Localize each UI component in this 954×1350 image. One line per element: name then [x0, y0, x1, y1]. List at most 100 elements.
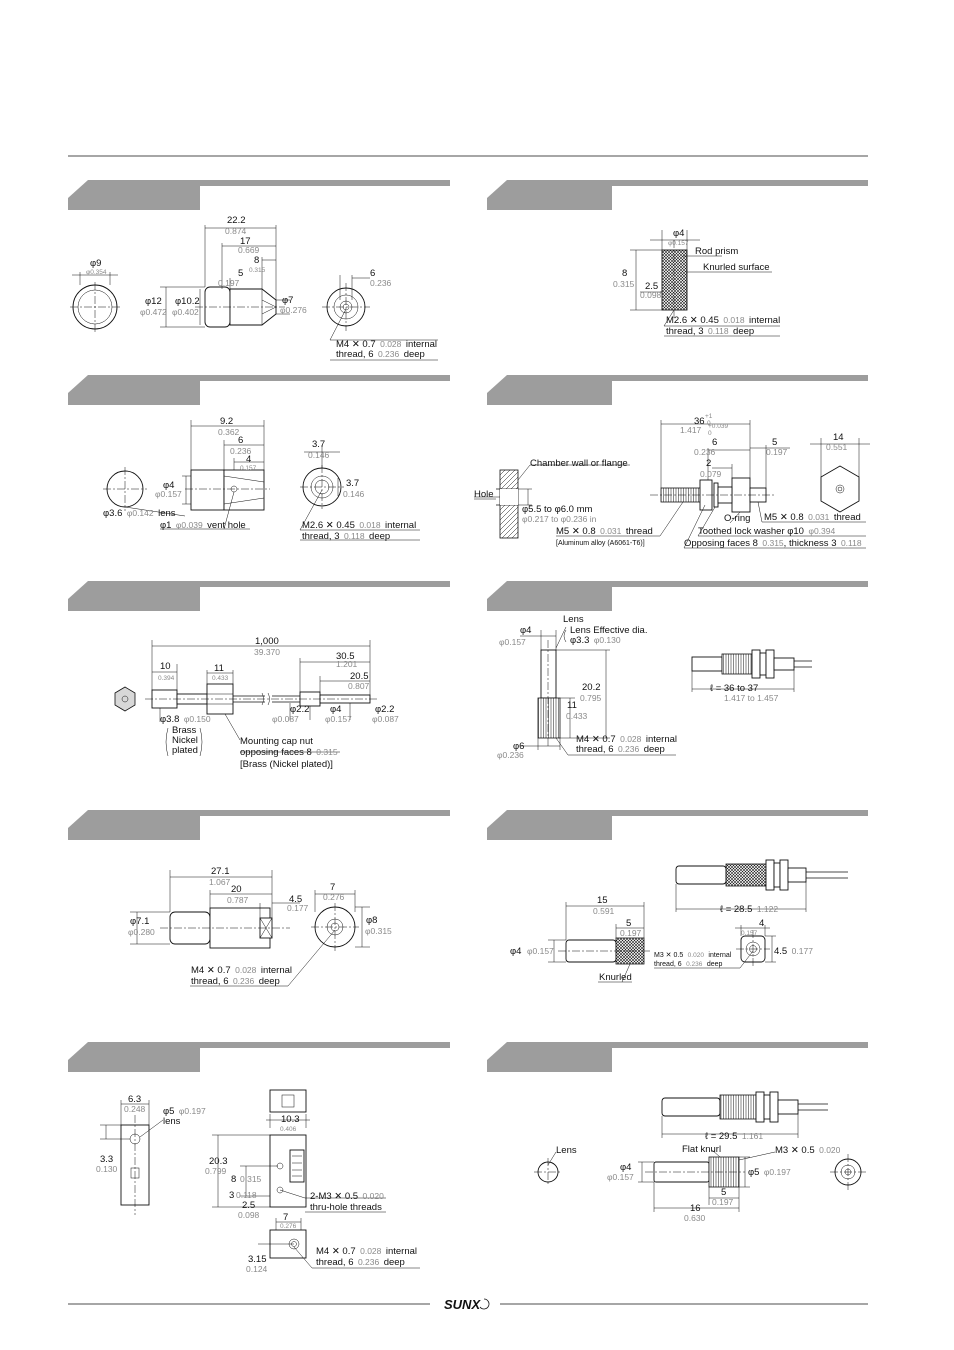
p7-L271: 27.1: [211, 866, 230, 877]
p4-tol-in-up: +0.039: [708, 423, 728, 430]
p7-thread-line2: thread, 6 0.236 deep: [191, 971, 280, 988]
p5-d4: φ4: [330, 704, 341, 715]
p4-hole: Hole: [474, 489, 494, 500]
p9-L315: 3.15: [248, 1254, 267, 1265]
p7-L7: 7: [330, 882, 335, 893]
panel-7-drawing: 27.1 1.067 20 0.787 4.5 0.177 φ7.1 φ0.28…: [128, 866, 392, 987]
p3-vent-hole: φ1 φ0.039 vent hole: [160, 515, 246, 532]
p4-chamber: Chamber wall or flange: [530, 458, 628, 469]
p2-thread-line1: M2.6 ✕ 0.45 0.018 internal: [666, 310, 780, 327]
panel-9-drawing: 6.3 0.248 3.3 0.130 20.3 0.799 8 0.315 3: [96, 1089, 420, 1269]
p9-L3-in: 0.118: [236, 1190, 257, 1200]
p9-L33: 3.3: [100, 1154, 113, 1165]
p6-lens: Lens: [563, 614, 584, 625]
p9-thread-line2: thread, 6 0.236 deep: [316, 1252, 405, 1269]
p1-L8: 8: [254, 255, 259, 266]
header-band-2: [487, 180, 868, 210]
p2-rod-prism: Rod prism: [695, 246, 738, 257]
p9-L203-in: 0.799: [205, 1166, 227, 1176]
p1-d102-in: φ0.402: [172, 307, 199, 317]
p5-L10-in: 0.394: [158, 675, 175, 682]
p10-L5-in: 0.197: [712, 1197, 734, 1207]
p7-d8-in: φ0.315: [365, 926, 392, 936]
p9-L103: 10.3: [281, 1114, 300, 1125]
p5-L305: 30.5: [336, 651, 355, 662]
p9-thread-line1: M4 ✕ 0.7 0.028 internal: [316, 1241, 417, 1258]
p4-washer: Toothed lock washer φ10 φ0.394: [698, 521, 835, 538]
header-band-4: [487, 375, 868, 405]
p6-L11: 11: [567, 700, 577, 711]
p6-d4: φ4: [520, 625, 531, 636]
p10-m3: M3 ✕ 0.5 0.020: [775, 1140, 841, 1157]
header-band-7: [68, 810, 450, 840]
p5-d22b-in: φ0.087: [372, 714, 399, 724]
p6-thread-line1: M4 ✕ 0.7 0.028 internal: [576, 729, 677, 746]
p1-L5: 5: [238, 268, 243, 279]
p4-L5: 5: [772, 437, 777, 448]
section-headers: [68, 180, 868, 1072]
p2-thread-line2: thread, 3 0.118 deep: [666, 321, 754, 338]
p5-d38: φ3.8 φ0.150: [160, 709, 211, 726]
p10-L5: 5: [721, 1187, 726, 1198]
panel-10-drawing: [534, 1091, 866, 1212]
p4-L14: 14: [833, 432, 844, 443]
p2-d4: φ4: [673, 228, 684, 239]
p10-d4: φ4: [620, 1162, 631, 1173]
p1-d12: φ12: [145, 296, 162, 307]
p6-ell-in: 1.417 to 1.457: [724, 693, 779, 703]
p7-d71: φ7.1: [130, 916, 149, 927]
p3-lens: φ3.6 φ0.142 lens: [103, 503, 176, 520]
p4-L2: 2: [706, 458, 711, 469]
p9-L315-in: 0.124: [246, 1264, 268, 1274]
p7-L20: 20: [231, 884, 242, 895]
p1-L222-in: 0.874: [225, 226, 247, 236]
p1-thread-line2: thread, 6 0.236 deep: [336, 344, 425, 361]
p8-L45: 4.5 0.177: [774, 941, 813, 958]
p6-L202: 20.2: [582, 682, 601, 693]
p7-L45: 4.5: [289, 894, 302, 905]
p6-lens-dia: φ3.3 φ0.130: [570, 630, 621, 647]
p9-L103-in: 0.406: [280, 1126, 297, 1133]
p2-knurled-surface: Knurled surface: [703, 262, 770, 273]
panel-4-drawing: [474, 420, 870, 549]
p10-flat-knurl: Flat knurl: [682, 1144, 721, 1155]
p3-L4: 4: [246, 454, 251, 465]
p8-knurled: Knurled: [599, 972, 632, 983]
header-band-8: [487, 810, 868, 840]
p1-d102: φ10.2: [175, 296, 200, 307]
p5-d22a-in: φ0.087: [272, 714, 299, 724]
p3-L4-in: 0.157: [240, 465, 257, 472]
p5-L205-in: 0.807: [348, 681, 370, 691]
p6-lens-effective: Lens Effective dia.: [570, 625, 647, 636]
p3-d4: φ4: [163, 480, 174, 491]
p4-L5-in: 0.197: [766, 447, 788, 457]
p6-ell: ℓ = 36 to 37: [710, 683, 758, 694]
p1-L222: 22.2: [227, 215, 246, 226]
p6-L11-in: 0.433: [566, 711, 588, 721]
p1-L5-in: 0.197: [218, 278, 240, 288]
p7-d71-in: φ0.280: [128, 927, 155, 937]
p5-plated: plated: [172, 745, 198, 756]
p2-L25: 2.5: [645, 281, 658, 292]
p7-L271-in: 1.067: [209, 877, 231, 887]
p8-ell: ℓ = 28.5 1.122: [720, 899, 778, 916]
p1-L8-in: 0.315: [249, 267, 266, 274]
p9-lens: lens: [163, 1116, 181, 1127]
p1-thread-line1: M4 ✕ 0.7 0.028 internal: [336, 334, 437, 351]
p2-L8-in: 0.315: [613, 279, 635, 289]
p5-L305-in: 1.201: [336, 659, 358, 669]
p8-thread-line1: M3 ✕ 0.5 0.020 internal: [654, 944, 732, 961]
p9-L8-in: 0.315: [240, 1174, 262, 1184]
p4-tol-lo: 0: [707, 420, 711, 427]
p8-L4-in: 0.157: [741, 930, 758, 937]
p4-m5-thread-b: M5 ✕ 0.8 0.031 thread: [764, 507, 861, 524]
p6-d6: φ6: [513, 741, 524, 752]
p5-d22b: φ2.2: [375, 704, 394, 715]
p4-m5-thread-a: M5 ✕ 0.8 0.031 thread: [556, 521, 653, 538]
p9-m3-line1: 2-M3 ✕ 0.5 0.020: [310, 1186, 384, 1203]
p9-L8: 8: [231, 1174, 236, 1185]
p9-L25-in: 0.098: [238, 1210, 260, 1220]
p3-thread-line2: thread, 3 0.118 deep: [302, 526, 390, 543]
p1-d12-in: φ0.472: [140, 307, 167, 317]
brand-logo: SUNX: [444, 1297, 481, 1312]
